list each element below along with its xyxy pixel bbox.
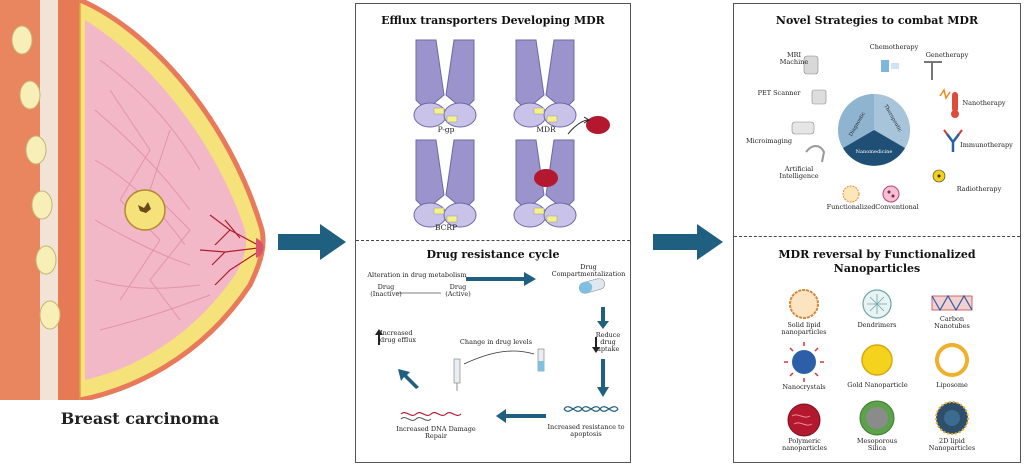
nanoparticle-gold: Gold Nanoparticle xyxy=(847,381,908,389)
strategy-conventional: Conventional xyxy=(875,203,919,211)
strategy-immuno: Immunotherapy xyxy=(960,141,1013,149)
efflux-transporters-graphic xyxy=(413,39,610,228)
label-efflux: Increased drug efflux xyxy=(380,329,417,345)
strategy-functionalized: Functionalized xyxy=(826,203,876,211)
strategy-ai: Artificial Intelligence xyxy=(779,165,819,181)
nanoparticle-solid-lipid: Solid lipid nanoparticles xyxy=(781,321,827,337)
label-drug-active: Drug (Active) xyxy=(445,283,471,299)
nanoparticles-title: MDR reversal by Functionalized Nanoparti… xyxy=(778,248,976,275)
strategy-gene: Genetherapy xyxy=(925,51,969,59)
arrow-right-icon xyxy=(653,224,723,260)
label-reduce-uptake: Reduce drug uptake xyxy=(595,331,621,354)
label-increased-resistance: Increased resistance to apoptosis xyxy=(547,423,625,439)
transporter-label-pgp: P-gp xyxy=(437,125,455,134)
strategy-pie-graphic xyxy=(838,94,910,166)
breast-illustration xyxy=(0,0,280,403)
nanoparticle-icons-graphic xyxy=(784,289,973,437)
label-alteration: Alteration in drug metabolism xyxy=(367,271,467,279)
strategy-mri: MRI Machine xyxy=(779,51,809,67)
strategy-radio: Radiotherapy xyxy=(956,185,1002,193)
transporter-label-mdr: MDR xyxy=(536,125,556,134)
nanoparticle-polymeric: Polymeric nanoparticles xyxy=(782,437,827,453)
strategy-chemo: Chemotherapy xyxy=(869,43,919,51)
transporter-label-bcrp: BCRP xyxy=(434,223,458,232)
strategies-title: Novel Strategies to combat MDR xyxy=(775,14,979,27)
strategy-micro: Microimaging xyxy=(745,137,793,145)
label-drug-inactive: Drug (Inactive) xyxy=(370,283,402,299)
nanoparticle-dendrimers: Dendrimers xyxy=(857,321,897,329)
drug-resistance-cycle-graphic xyxy=(375,272,619,423)
mdr-mechanism-panel: Efflux transporters Developing MDR P-gp … xyxy=(355,3,631,463)
breast-caption: Breast carcinoma xyxy=(60,409,220,428)
strategy-icons-graphic xyxy=(791,55,963,203)
strategy-pet: PET Scanner xyxy=(757,89,801,97)
strategy-nano: Nanotherapy xyxy=(962,99,1006,107)
nanoparticle-mesoporous-silica: Mesoporous Silica xyxy=(856,437,898,453)
cycle-title: Drug resistance cycle xyxy=(426,248,560,261)
label-compartmentalization: Drug Compartmentalization xyxy=(551,263,626,279)
nanoparticle-liposome: Liposome xyxy=(936,381,968,389)
strategies-panel: Novel Strategies to combat MDR Diagnosti… xyxy=(733,3,1021,463)
nanoparticle-nanocrystals: Nanocrystals xyxy=(782,383,826,391)
pie-label-nanomedicine: Nanomedicine xyxy=(855,149,893,155)
nanoparticle-2d-lipid: 2D lipid Nanoparticles xyxy=(928,437,976,453)
nanoparticle-carbon-nanotubes: Carbon Nanotubes xyxy=(934,315,970,331)
efflux-title: Efflux transporters Developing MDR xyxy=(381,14,605,27)
arrow-right-icon xyxy=(278,224,346,260)
label-change-levels: Change in drug levels xyxy=(459,338,533,346)
label-dna-repair: Increased DNA Damage Repair xyxy=(396,425,476,441)
